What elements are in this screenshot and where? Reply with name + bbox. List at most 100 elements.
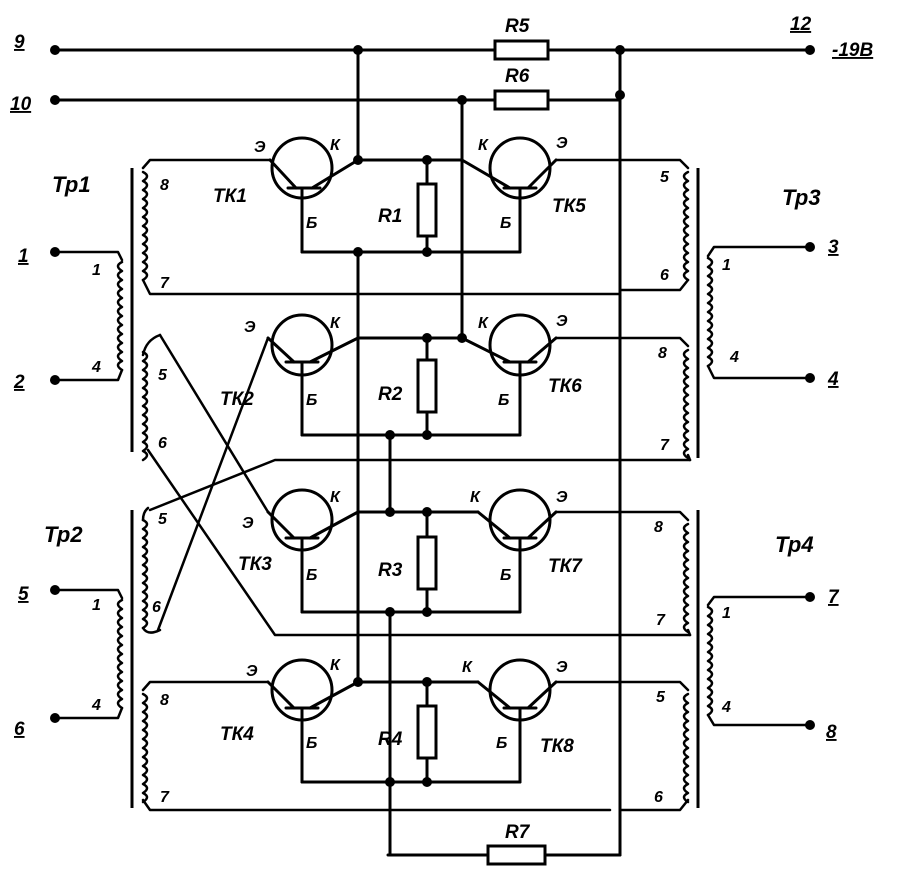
pin-tr2-4: 4 [91, 697, 101, 714]
pin-tr4-6: 6 [654, 789, 663, 806]
label-base-tk4: Б [306, 735, 317, 752]
pin-tr3-4: 4 [729, 349, 739, 366]
resistor-r2 [416, 358, 438, 414]
transistor-tk2 [266, 313, 522, 437]
transistor-tk7 [356, 488, 558, 614]
transistor-tk3 [266, 488, 522, 614]
pin-tr4-7: 7 [656, 612, 666, 629]
resistor-r6 [493, 89, 550, 111]
pin-tr3-5: 5 [660, 169, 670, 186]
resistor-r4 [416, 704, 438, 760]
transistor-tk6 [356, 313, 558, 437]
pin-tr3-8: 8 [658, 345, 667, 362]
label-collector-tk3: К [330, 489, 341, 506]
label-emitter-tk8: Э [556, 659, 568, 676]
label-collector-tk7: К [470, 489, 481, 506]
pin-tr1-5: 5 [158, 367, 168, 384]
pin-tr4-8: 8 [654, 519, 663, 536]
resistor-r1 [416, 182, 438, 238]
terminal-9[interactable] [50, 45, 60, 55]
label-base-tk8: Б [496, 735, 507, 752]
label-base-tk5: Б [500, 215, 511, 232]
transistor-tk8 [356, 658, 558, 784]
transistor-tk1 [268, 136, 522, 254]
vertical-wires [356, 48, 464, 857]
label-base-tk7: Б [500, 567, 511, 584]
pin-tr4-5: 5 [656, 689, 666, 706]
label-r3: R3 [378, 560, 403, 581]
junctions [353, 45, 625, 787]
label-tr1: Тр1 [52, 172, 91, 197]
label-terminal-8: 8 [826, 722, 837, 743]
pin-tr2-1: 1 [92, 597, 101, 614]
label-emitter-tk6: Э [556, 313, 568, 330]
transformer-tr3 [554, 158, 812, 462]
pin-tr1-6: 6 [158, 435, 167, 452]
transistor-tk5 [356, 136, 558, 254]
pin-tr1-1: 1 [92, 262, 101, 279]
label-terminal-7: 7 [828, 587, 840, 608]
resistor-r7 [486, 844, 547, 866]
cross-wires [146, 333, 692, 637]
label-tk1: ТК1 [213, 186, 247, 207]
pin-tr2-7: 7 [160, 789, 170, 806]
resistor-r5 [493, 39, 550, 61]
label-emitter-tk5: Э [556, 135, 568, 152]
label-terminal-9: 9 [14, 32, 25, 53]
pin-tr4-1: 1 [722, 605, 731, 622]
label-r6: R6 [505, 66, 530, 87]
pin-tr2-8: 8 [160, 692, 169, 709]
label-terminal-5: 5 [18, 584, 29, 605]
pin-tr3-1: 1 [722, 257, 731, 274]
terminal-12[interactable] [805, 45, 815, 55]
label-supply-voltage: -19В [832, 40, 873, 61]
label-terminal-1: 1 [18, 246, 29, 267]
label-tk7: ТК7 [548, 556, 583, 577]
terminal-10[interactable] [50, 95, 60, 105]
pin-tr1-4: 4 [91, 359, 101, 376]
label-emitter-tk2: Э [244, 319, 256, 336]
label-tk8: ТК8 [540, 736, 574, 757]
label-collector-tk1: К [330, 137, 341, 154]
transformer-tr1 [53, 158, 622, 462]
labels: 9 10 12 -19В 1 2 5 6 3 4 7 8 R5 R6 R7 R1… [10, 14, 873, 843]
pin-tr2-6: 6 [152, 599, 161, 616]
label-r7: R7 [505, 822, 531, 843]
label-base-tk3: Б [306, 567, 317, 584]
pin-tr4-4: 4 [721, 699, 731, 716]
pin-tr2-5: 5 [158, 511, 168, 528]
pin-tr3-6: 6 [660, 267, 669, 284]
pin-tr1-7: 7 [160, 275, 170, 292]
label-terminal-4: 4 [827, 369, 839, 390]
label-tk4: ТК4 [220, 724, 254, 745]
label-terminal-3: 3 [828, 237, 839, 258]
pin-tr3-7: 7 [660, 437, 670, 454]
label-terminal-12: 12 [790, 14, 812, 35]
label-tk6: ТК6 [548, 376, 582, 397]
label-emitter-tk1: Э [254, 139, 266, 156]
supply-lines [53, 48, 812, 857]
label-collector-tk6: К [478, 315, 489, 332]
label-r4: R4 [378, 729, 403, 750]
label-tk5: ТК5 [552, 196, 586, 217]
label-tr2: Тр2 [44, 522, 83, 547]
label-terminal-10: 10 [10, 94, 32, 115]
pin-tr1-8: 8 [160, 177, 169, 194]
label-r1: R1 [378, 206, 402, 227]
label-emitter-tk3: Э [242, 515, 254, 532]
label-terminal-6: 6 [14, 719, 25, 740]
label-base-tk6: Б [498, 392, 509, 409]
label-r2: R2 [378, 384, 403, 405]
label-tk2: ТК2 [220, 389, 254, 410]
label-base-tk1: Б [306, 215, 317, 232]
label-base-tk2: Б [306, 392, 317, 409]
label-tk3: ТК3 [238, 554, 272, 575]
resistor-r3 [416, 535, 438, 591]
label-collector-tk4: К [330, 657, 341, 674]
label-terminal-2: 2 [13, 372, 25, 393]
label-tr3: Тр3 [782, 185, 821, 210]
label-r5: R5 [505, 16, 530, 37]
transformer-tr4 [554, 510, 812, 812]
